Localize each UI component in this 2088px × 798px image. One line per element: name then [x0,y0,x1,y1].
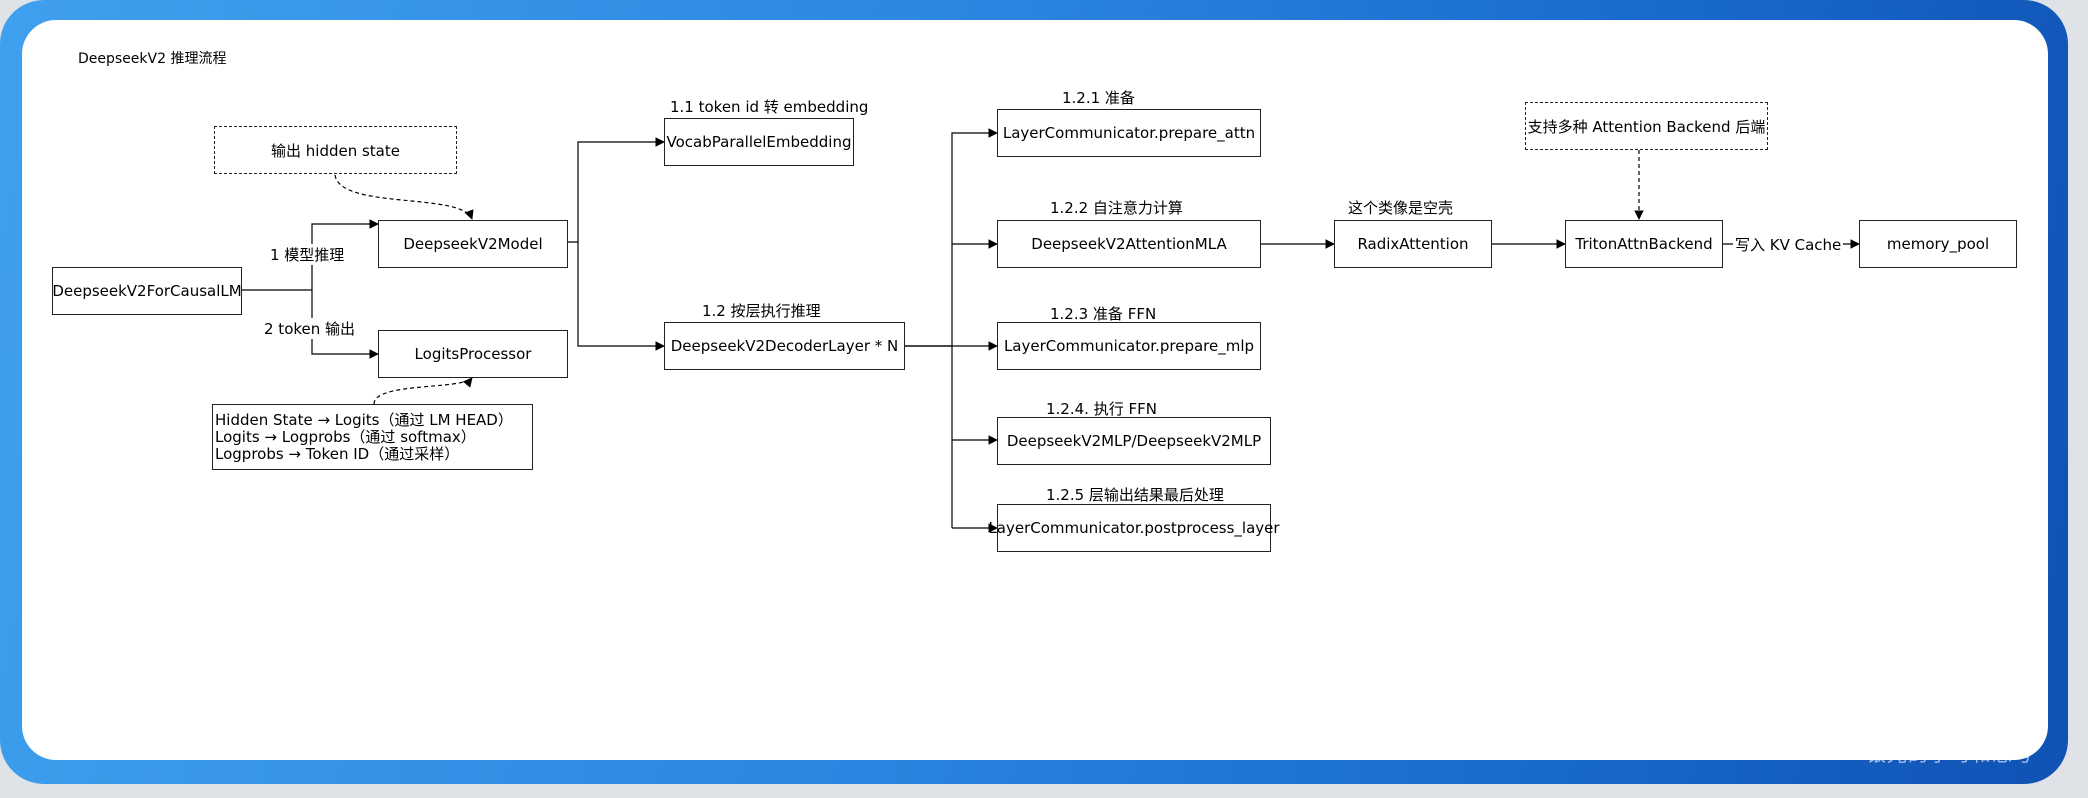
node-mlp: DeepseekV2MLP/DeepseekV2MLP [997,417,1271,465]
diagram-canvas: DeepseekV2 推理流程 DeepseekV2ForCausalLM De… [22,20,2048,760]
label-write-kv-cache: 写入 KV Cache [1733,234,1844,255]
label-run-ffn: 1.2.4. 执行 FFN [1046,400,1157,418]
logits-step-3: Logprobs → Token ID（通过采样） [215,444,460,463]
node-triton-attn-backend: TritonAttnBackend [1565,220,1723,268]
node-attention-mla: DeepseekV2AttentionMLA [997,220,1261,268]
logits-step-2: Logits → Logprobs（通过 softmax） [215,427,476,446]
edge-causallm-to-logits [311,290,379,359]
note-output-hidden-state: 输出 hidden state [214,126,457,174]
edge-to-prepare-attn [951,128,998,528]
node-deepseek-v2-for-causal-lm: DeepseekV2ForCausalLM [52,267,242,315]
edge-logits-note-to-processor [373,377,473,405]
note-attention-backends: 支持多种 Attention Backend 后端 [1525,102,1768,150]
node-prepare-mlp: LayerCommunicator.prepare_mlp [997,322,1261,370]
node-radix-attention: RadixAttention [1334,220,1492,268]
logits-step-1: Hidden State → Logits（通过 LM HEAD） [215,410,513,429]
label-prepare: 1.2.1 准备 [1062,89,1135,107]
diagram-title: DeepseekV2 推理流程 [78,51,227,67]
node-logits-processor: LogitsProcessor [378,330,568,378]
note-logits-steps: Hidden State → Logits（通过 LM HEAD） Logits… [212,404,533,470]
label-prepare-ffn: 1.2.3 准备 FFN [1050,305,1157,323]
label-self-attention: 1.2.2 自注意力计算 [1050,199,1183,217]
edge-hidden-note-to-model [334,174,474,220]
node-prepare-attn: LayerCommunicator.prepare_attn [997,109,1261,157]
label-token-to-embedding: 1.1 token id 转 embedding [670,98,869,116]
edge-model-to-decoder [577,242,665,351]
node-postprocess-layer: LayerCommunicator.postprocess_layer [988,504,1280,552]
node-decoder-layer: DeepseekV2DecoderLayer * N [664,322,905,370]
label-model-inference: 1 模型推理 [268,244,347,265]
node-deepseek-v2-model: DeepseekV2Model [378,220,568,268]
node-memory-pool: memory_pool [1859,220,2017,268]
label-layer-inference: 1.2 按层执行推理 [702,302,821,320]
watermark: 银光的学习和思考 [1866,742,2034,766]
label-layer-postprocess: 1.2.5 层输出结果最后处理 [1046,486,1224,504]
label-token-output: 2 token 输出 [262,318,358,339]
window-frame: DeepseekV2 推理流程 DeepseekV2ForCausalLM De… [0,0,2068,784]
label-empty-shell: 这个类像是空壳 [1348,199,1454,217]
node-vocab-parallel-embedding: VocabParallelEmbedding [664,118,854,166]
